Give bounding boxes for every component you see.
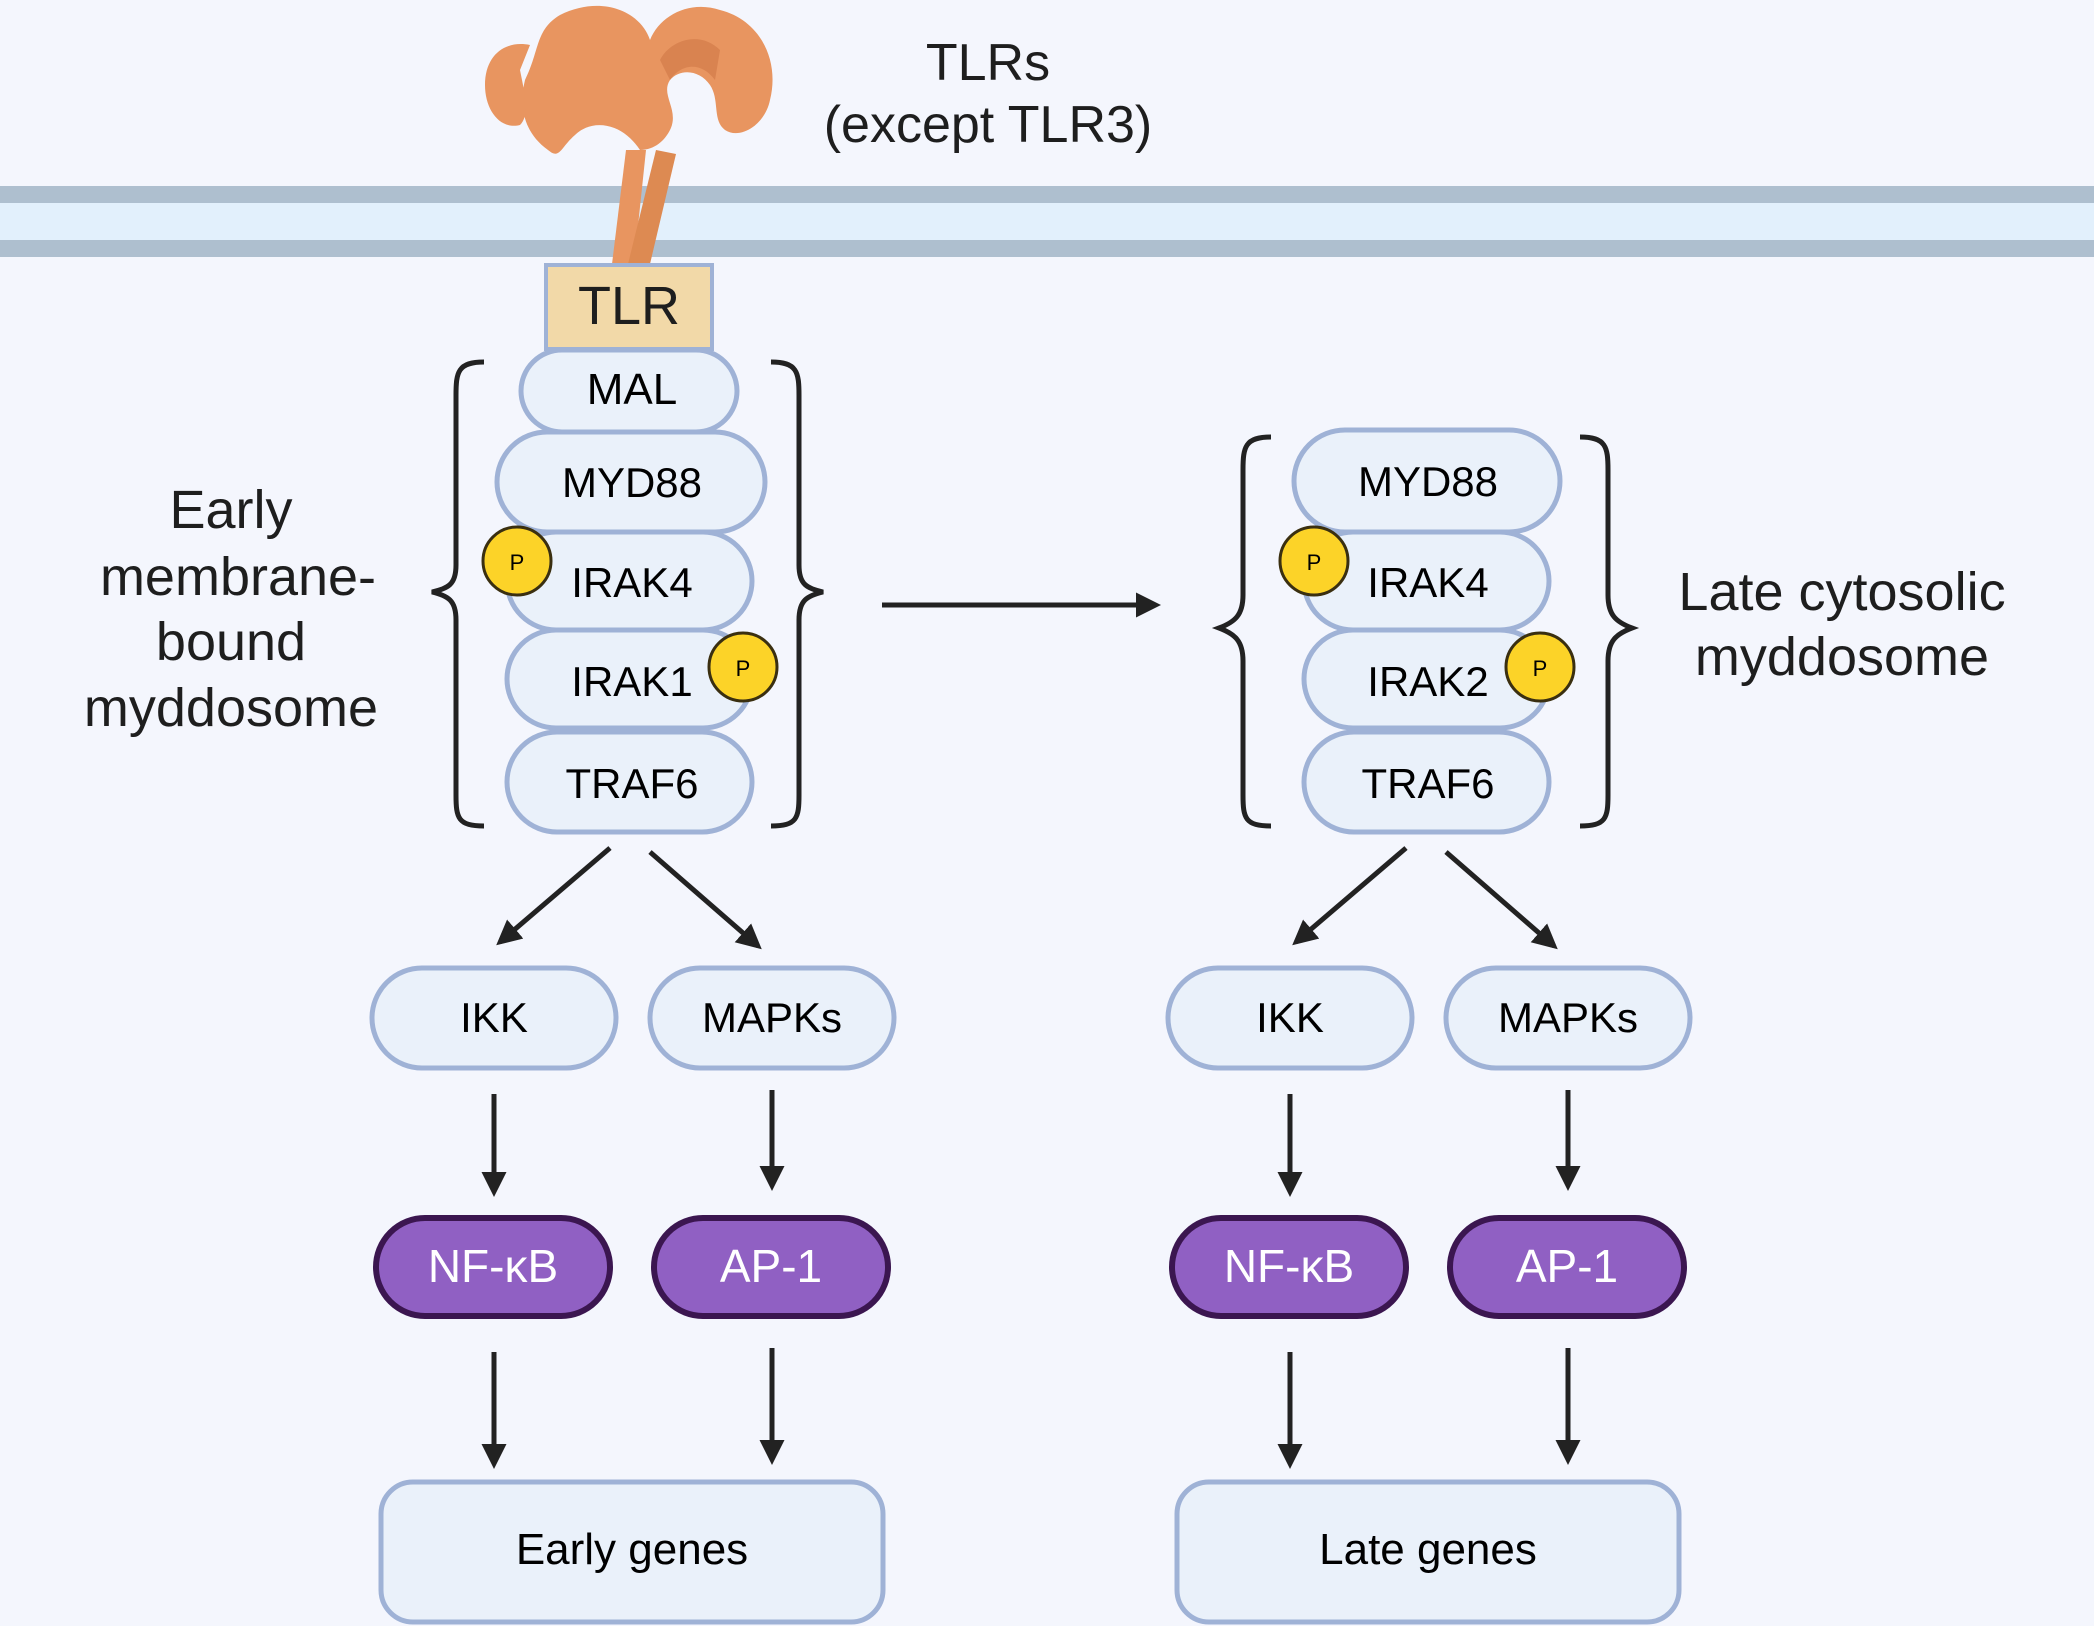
- late-ikk-node: [1165, 965, 1415, 1071]
- early-label: Early membrane- bound myddosome: [84, 480, 378, 738]
- early-downstream: IKK MAPKs NF-κB AP-1 Early genes: [369, 846, 897, 1625]
- early-protein-traf6-label: TRAF6: [565, 760, 698, 807]
- late-protein-irak2-label: IRAK2: [1367, 658, 1488, 705]
- early-genes-label: Early genes: [516, 1525, 748, 1574]
- svg-text:myddosome: myddosome: [84, 678, 378, 738]
- svg-text:P: P: [736, 656, 751, 681]
- receptor-title-line2: (except TLR3): [824, 96, 1153, 154]
- early-genes-box: [378, 1479, 886, 1625]
- late-protein-traf6: [1301, 729, 1552, 835]
- late-protein-myd88-label: MYD88: [1358, 458, 1498, 505]
- early-nfkb-node: [373, 1215, 613, 1319]
- early-mapks-label: MAPKs: [702, 994, 842, 1041]
- late-myddosome: MYD88 IRAK4 IRAK2 TRAF6 P P: [1211, 427, 1640, 835]
- late-label: Late cytosolic myddosome: [1678, 562, 2005, 687]
- early-myddosome: MAL MYD88 IRAK4 IRAK1 TRAF6 P P: [431, 347, 824, 835]
- phospho-icon: P: [481, 525, 553, 597]
- early-nfkb-label: NF-κB: [428, 1240, 558, 1292]
- tlr-receptor-icon: [485, 5, 773, 264]
- late-protein-irak4-label: IRAK4: [1367, 559, 1488, 606]
- early-protein-traf6: [504, 729, 755, 835]
- arrow: [1292, 846, 1408, 946]
- early-ikk-node: [369, 965, 619, 1071]
- early-protein-irak4-label: IRAK4: [571, 559, 692, 606]
- late-nfkb-label: NF-κB: [1224, 1240, 1354, 1292]
- svg-text:P: P: [510, 550, 525, 575]
- late-mapks-label: MAPKs: [1498, 994, 1638, 1041]
- phospho-icon: P: [707, 631, 779, 703]
- svg-text:membrane-: membrane-: [100, 547, 376, 607]
- phospho-icon: P: [1278, 525, 1350, 597]
- late-right-brace: [1579, 434, 1640, 829]
- cell-membrane: [0, 186, 2094, 257]
- early-protein-mal-label: MAL: [587, 365, 677, 414]
- svg-text:myddosome: myddosome: [1695, 627, 1989, 687]
- late-genes-label: Late genes: [1319, 1525, 1537, 1574]
- early-protein-irak1-label: IRAK1: [571, 658, 692, 705]
- early-ap1-label: AP-1: [720, 1240, 822, 1292]
- receptor-title-line1: TLRs: [926, 34, 1050, 92]
- late-mapks-node: [1443, 965, 1693, 1071]
- svg-text:Late cytosolic: Late cytosolic: [1678, 562, 2005, 622]
- early-mapks-node: [647, 965, 897, 1071]
- late-nfkb-node: [1169, 1215, 1409, 1319]
- late-left-brace: [1211, 434, 1272, 829]
- late-ap1-label: AP-1: [1516, 1240, 1618, 1292]
- late-ap1-node: [1447, 1215, 1687, 1319]
- svg-text:P: P: [1307, 550, 1322, 575]
- svg-text:Early: Early: [169, 480, 292, 540]
- early-protein-myd88-label: MYD88: [562, 459, 702, 506]
- svg-text:bound: bound: [156, 612, 306, 672]
- svg-text:P: P: [1533, 656, 1548, 681]
- late-ikk-label: IKK: [1256, 994, 1324, 1041]
- tlr-box-label: TLR: [578, 276, 680, 336]
- early-ikk-label: IKK: [460, 994, 528, 1041]
- late-genes-box: [1174, 1479, 1682, 1625]
- early-left-brace: [431, 359, 485, 829]
- early-right-brace: [770, 359, 824, 829]
- arrow: [648, 850, 762, 950]
- late-downstream: IKK MAPKs NF-κB AP-1 Late genes: [1165, 846, 1693, 1625]
- tlr-box: TLR: [544, 263, 714, 351]
- arrow: [1444, 850, 1558, 950]
- phospho-icon: P: [1504, 631, 1576, 703]
- late-protein-traf6-label: TRAF6: [1361, 760, 1494, 807]
- arrow: [496, 846, 612, 946]
- early-ap1-node: [651, 1215, 891, 1319]
